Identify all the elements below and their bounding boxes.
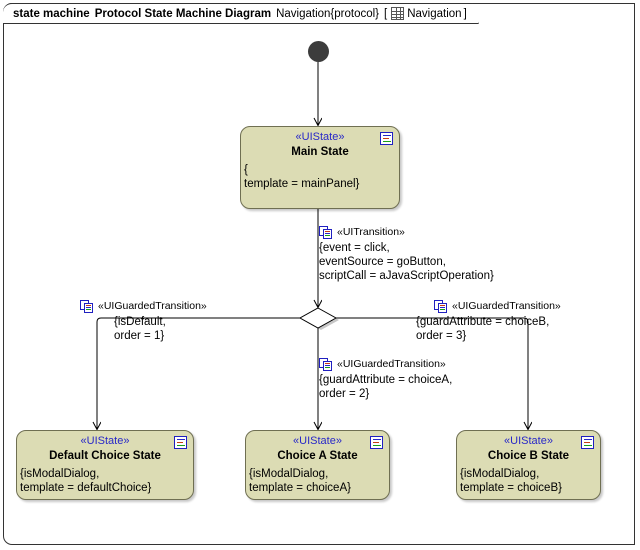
connector-choice-to-default bbox=[97, 317, 300, 429]
bracket-open: [ bbox=[384, 7, 388, 20]
choice-pseudostate bbox=[298, 307, 338, 329]
state-node-choice-a-state[interactable]: «UIState» Choice A State {isModalDialog,… bbox=[245, 430, 390, 500]
transition-icon bbox=[319, 358, 333, 371]
state-name: Choice B State bbox=[487, 450, 570, 462]
state-stereotype: «UIState» bbox=[295, 131, 345, 143]
transition-icon bbox=[319, 226, 333, 239]
initial-pseudostate[interactable] bbox=[308, 41, 329, 62]
transition-stereotype: «UIGuardedTransition» bbox=[98, 300, 207, 312]
transition-label-to-choice-a[interactable]: «UIGuardedTransition» {guardAttribute = … bbox=[319, 358, 452, 401]
transition-properties: {event = click, eventSource = goButton, … bbox=[319, 242, 494, 282]
transition-label-to-default[interactable]: «UIGuardedTransition» {isDefault, order … bbox=[80, 300, 207, 343]
state-properties: {isModalDialog, template = choiceA} bbox=[249, 468, 351, 494]
transition-stereotype: «UITransition» bbox=[337, 226, 405, 238]
transition-icon bbox=[434, 300, 448, 313]
transition-stereotype: «UIGuardedTransition» bbox=[452, 300, 561, 312]
diagram-frame-title: state machine Protocol State Machine Dia… bbox=[3, 3, 479, 24]
state-properties: { template = mainPanel} bbox=[244, 164, 360, 190]
diagram-type-label: Protocol State Machine Diagram bbox=[94, 7, 272, 20]
state-stereotype: «UIState» bbox=[80, 435, 130, 447]
state-properties: {isModalDialog, template = choiceB} bbox=[460, 468, 562, 494]
property-list-icon[interactable] bbox=[174, 436, 187, 449]
diagram-kind-label: state machine bbox=[13, 7, 90, 20]
state-name: Choice A State bbox=[277, 450, 358, 462]
diagram-qualified-name: Navigation{protocol} bbox=[276, 7, 380, 20]
bracket-close: ] bbox=[463, 7, 467, 20]
table-grid-icon bbox=[391, 7, 404, 20]
diagram-context-name: Navigation bbox=[407, 7, 462, 20]
connector-choice-to-choice-b bbox=[336, 317, 528, 429]
transition-properties: {isDefault, order = 1} bbox=[114, 316, 166, 342]
state-stereotype: «UIState» bbox=[293, 435, 342, 447]
state-stereotype: «UIState» bbox=[504, 435, 553, 447]
property-list-icon[interactable] bbox=[380, 132, 393, 145]
transition-icon bbox=[80, 300, 94, 313]
state-node-choice-b-state[interactable]: «UIState» Choice B State {isModalDialog,… bbox=[456, 430, 601, 500]
transition-properties: {guardAttribute = choiceB, order = 3} bbox=[416, 316, 550, 342]
state-node-default-choice-state[interactable]: «UIState» Default Choice State {isModalD… bbox=[16, 430, 194, 500]
property-list-icon[interactable] bbox=[370, 436, 383, 449]
state-name: Default Choice State bbox=[49, 450, 161, 462]
state-properties: {isModalDialog, template = defaultChoice… bbox=[20, 468, 152, 494]
state-name: Main State bbox=[291, 146, 349, 158]
transition-label-to-choice-b[interactable]: «UIGuardedTransition» {guardAttribute = … bbox=[416, 300, 561, 343]
transition-properties: {guardAttribute = choiceA, order = 2} bbox=[319, 374, 453, 400]
transition-stereotype: «UIGuardedTransition» bbox=[337, 358, 446, 370]
transition-label-main-to-choice[interactable]: «UITransition» {event = click, eventSour… bbox=[319, 226, 494, 283]
property-list-icon[interactable] bbox=[581, 436, 594, 449]
state-node-main-state[interactable]: «UIState» Main State { template = mainPa… bbox=[240, 126, 400, 209]
